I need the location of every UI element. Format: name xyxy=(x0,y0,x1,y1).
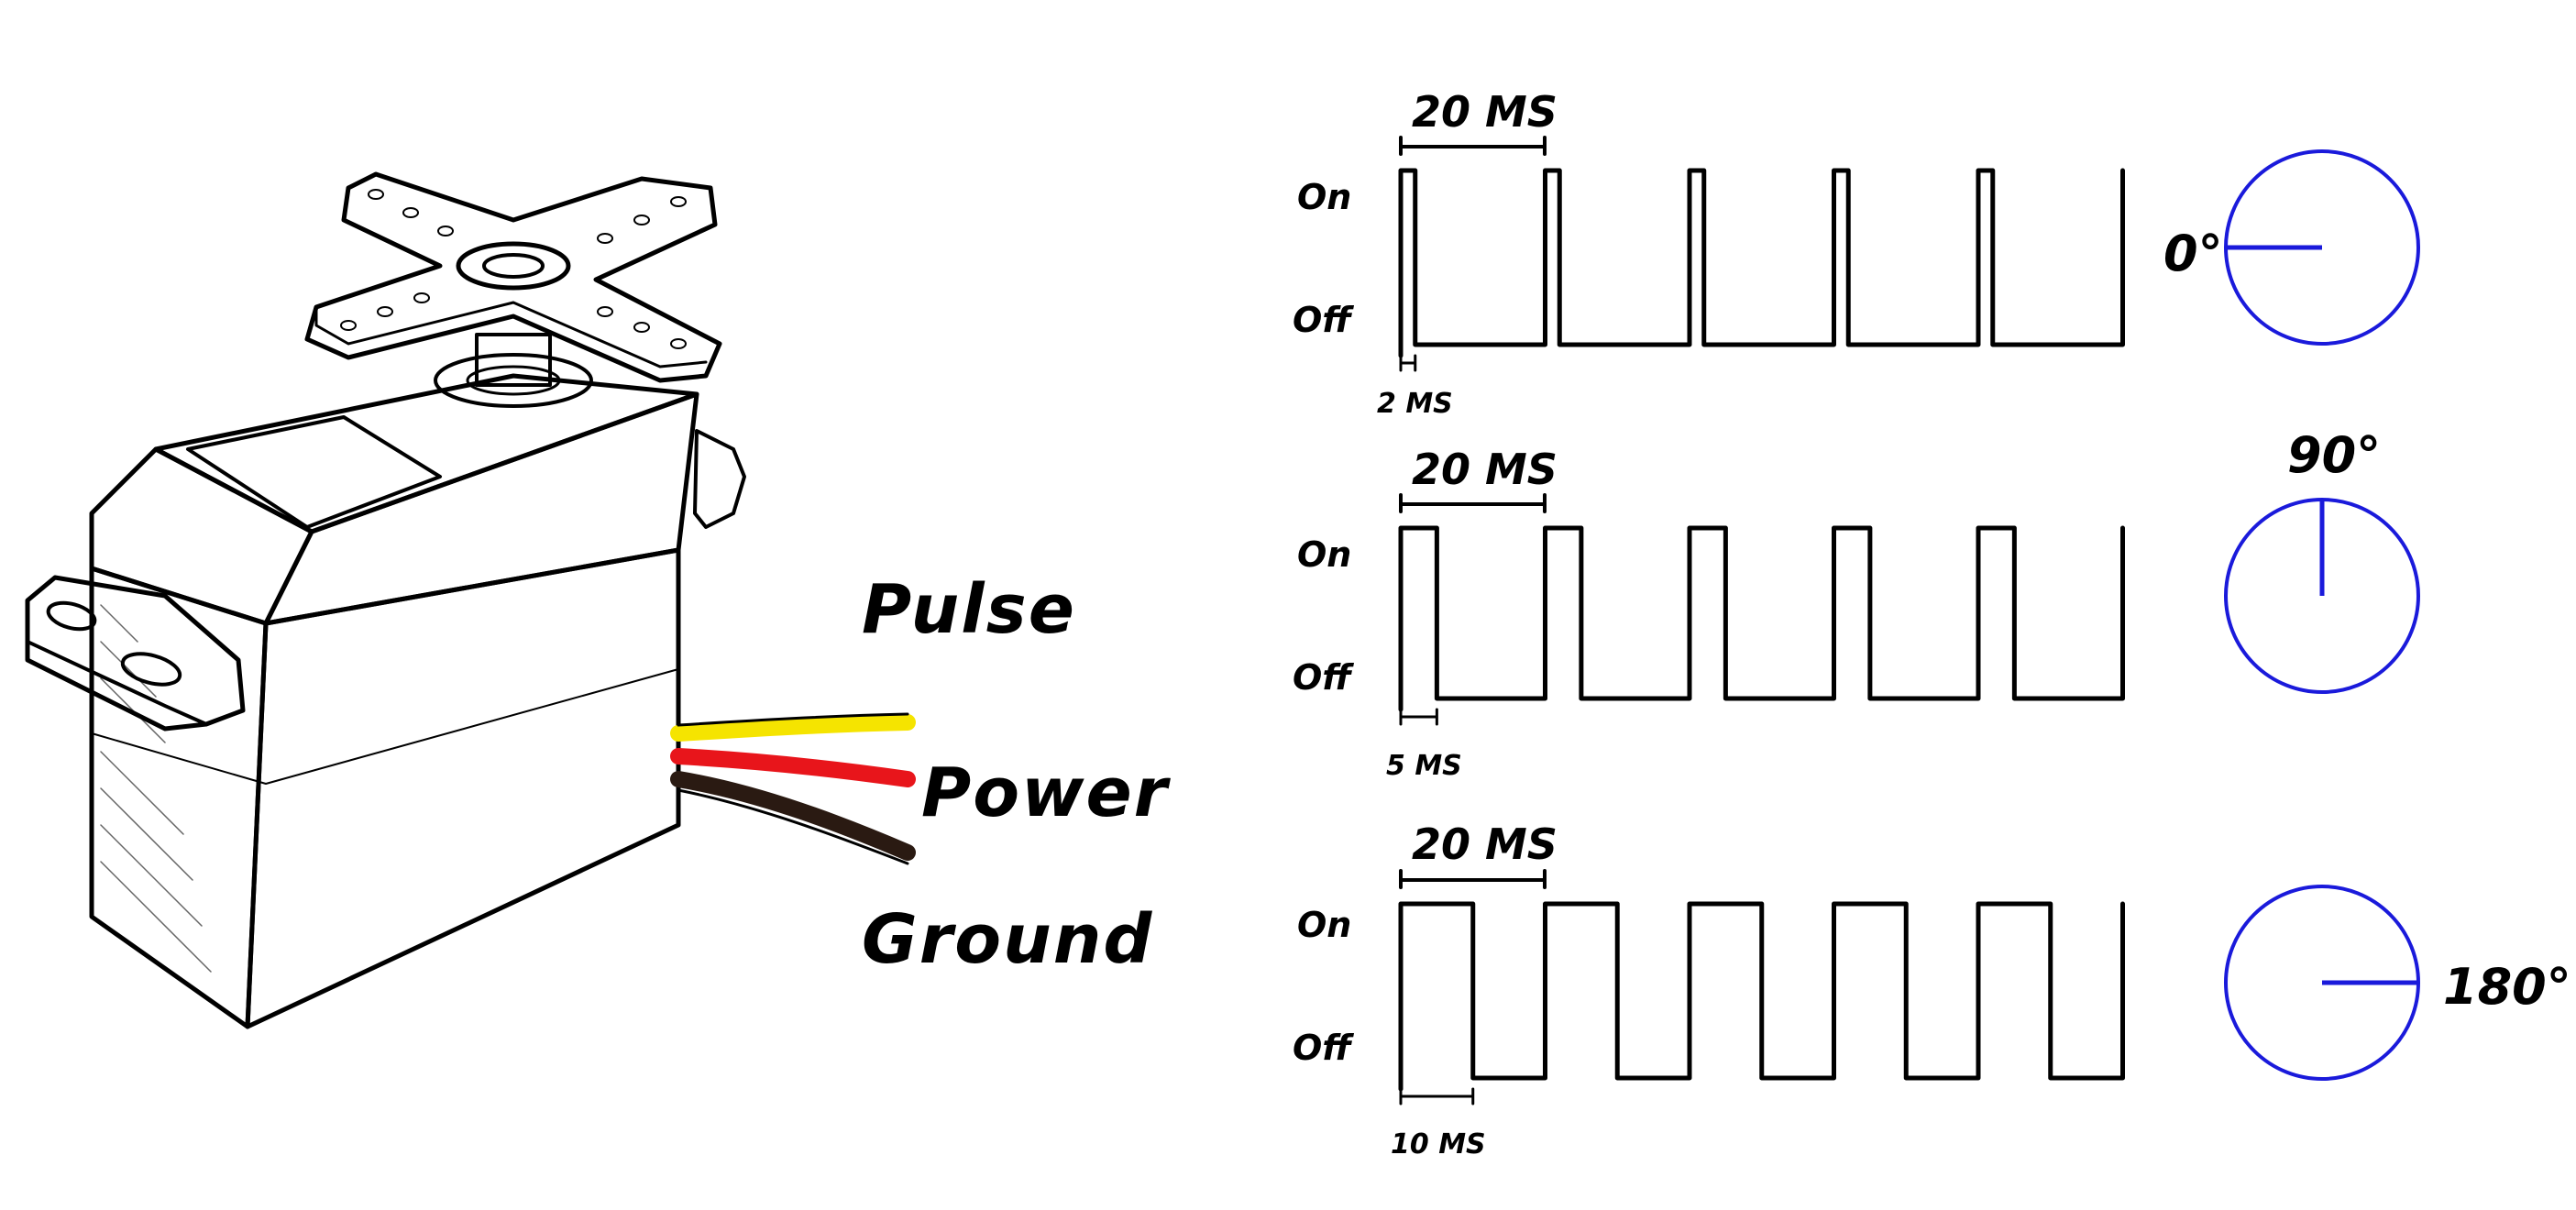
on-label: On xyxy=(1297,905,1351,945)
period-label: 20 MS xyxy=(1412,820,1558,869)
off-label: Off xyxy=(1293,1028,1354,1068)
pulse-width-bracket xyxy=(1399,354,1417,372)
off-label: Off xyxy=(1293,657,1354,698)
on-label: On xyxy=(1297,177,1351,217)
period-label: 20 MS xyxy=(1412,87,1558,137)
power-wire xyxy=(670,748,916,787)
pulse-wire-label: Pulse xyxy=(862,570,1076,649)
signal-row-1: On Off 20 MS 2 MS 0° xyxy=(1293,87,2420,420)
pwm-waveform xyxy=(1398,901,2125,1092)
pwm-waveform xyxy=(1398,525,2125,712)
angle-label: 180° xyxy=(2443,958,2571,1016)
ground-wire xyxy=(670,771,916,861)
on-label: On xyxy=(1297,534,1351,575)
power-wire-label: Power xyxy=(921,754,1172,832)
angle-label: 0° xyxy=(2163,225,2223,282)
pulse-width-bracket xyxy=(1399,708,1438,726)
pulse-width-label: 2 MS xyxy=(1377,388,1453,420)
pulse-wire xyxy=(670,714,916,742)
period-bracket xyxy=(1399,869,1547,889)
period-bracket xyxy=(1399,493,1547,513)
wire-bundle xyxy=(670,712,916,865)
signal-row-3: On Off 20 MS 10 MS 180° xyxy=(1293,820,2571,1160)
pulse-width-label: 10 MS xyxy=(1391,1128,1486,1160)
period-bracket xyxy=(1399,136,1547,156)
angle-label: 90° xyxy=(2287,426,2381,484)
period-label: 20 MS xyxy=(1412,445,1558,494)
off-label: Off xyxy=(1293,300,1354,340)
pwm-waveform xyxy=(1398,168,2125,358)
signal-row-2: On Off 20 MS 5 MS 90° xyxy=(1293,426,2420,782)
ground-wire-label: Ground xyxy=(862,900,1153,979)
pulse-width-label: 5 MS xyxy=(1386,750,1462,782)
pulse-width-bracket xyxy=(1399,1087,1475,1106)
servo-illustration xyxy=(25,171,746,1029)
